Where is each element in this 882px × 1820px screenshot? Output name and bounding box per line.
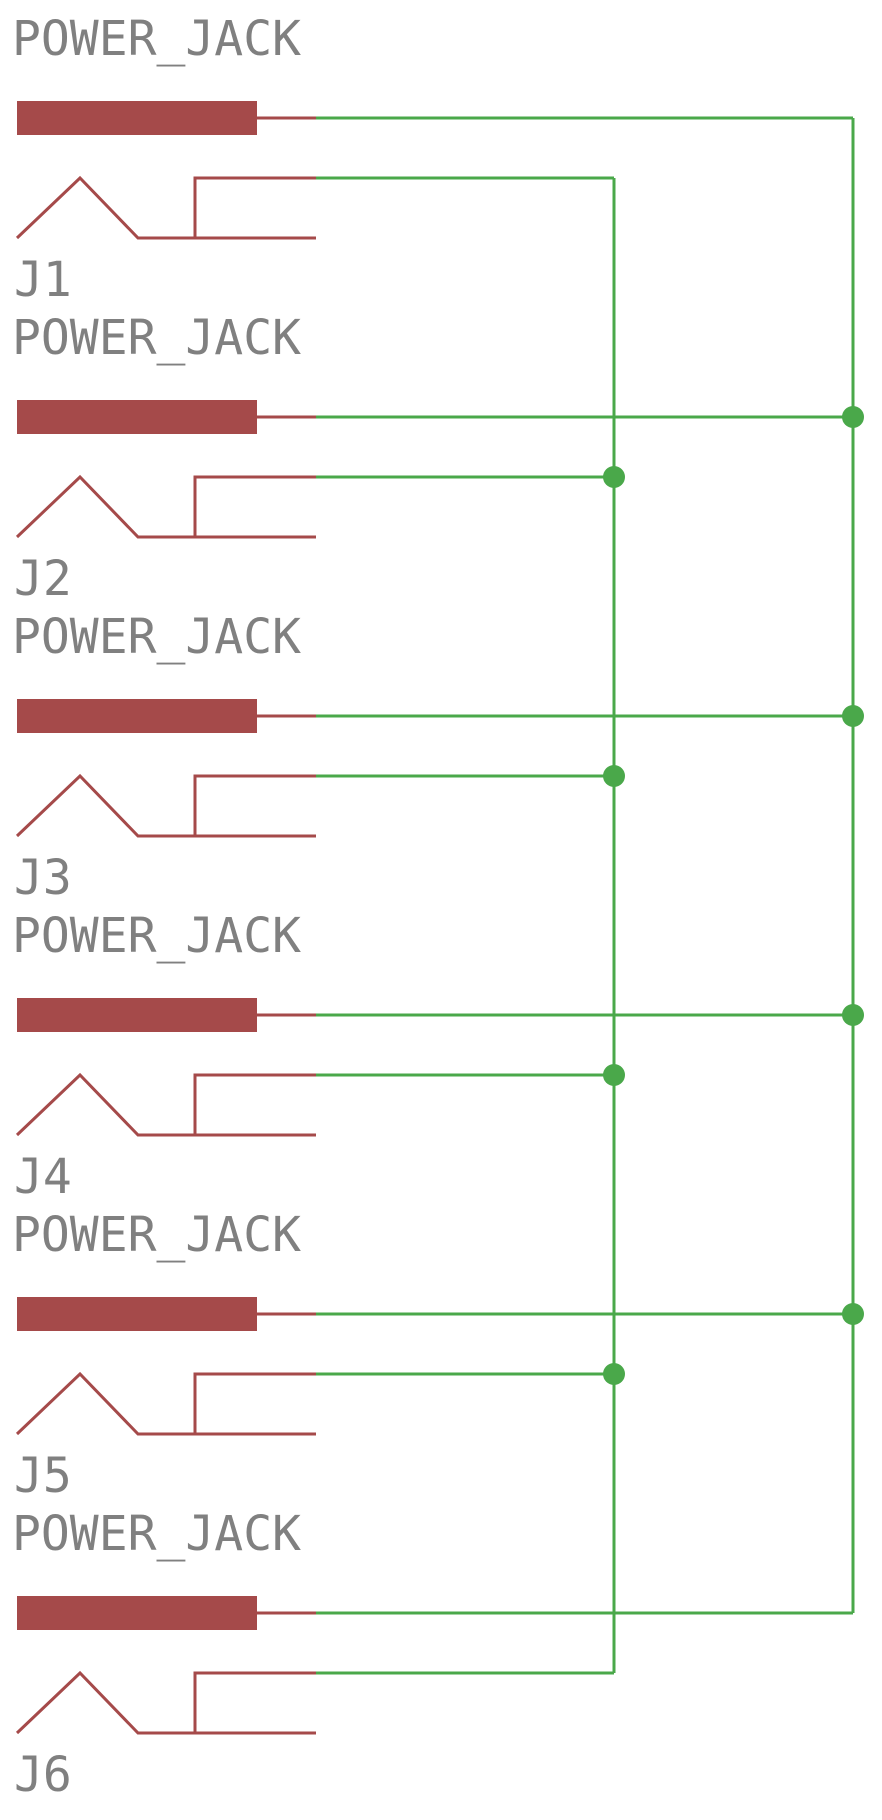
jack-sleeve-contact [15, 773, 316, 838]
junction-dot-pin1 [842, 406, 864, 428]
power-jack-j6: POWER_JACK J6 [12, 1506, 316, 1803]
jack-pin2-lead [193, 1671, 316, 1733]
power-jack-j4: POWER_JACK J4 [12, 908, 316, 1205]
jack-barrel [17, 1297, 257, 1331]
jack-barrel [17, 101, 257, 135]
parts-layer: POWER_JACKJ1POWER_JACKJ2POWER_JACKJ3POWE… [12, 11, 316, 1803]
junction-dot-pin2 [603, 765, 625, 787]
junction-dot-pin2 [603, 1064, 625, 1086]
part-ref-label: J6 [14, 1747, 72, 1803]
jack-barrel [17, 400, 257, 434]
part-ref-label: J5 [14, 1448, 72, 1504]
jack-barrel [17, 998, 257, 1032]
jack-pin2-lead [193, 1372, 316, 1434]
nets-layer [316, 116, 864, 1675]
power-jack-j3: POWER_JACK J3 [12, 609, 316, 906]
power-jack-j1: POWER_JACK J1 [12, 11, 316, 308]
jack-pin2-lead [193, 1073, 316, 1135]
part-value-label: POWER_JACK [12, 609, 301, 665]
part-ref-label: J3 [14, 850, 72, 906]
part-value-label: POWER_JACK [12, 11, 301, 67]
junction-dot-pin1 [842, 1303, 864, 1325]
junction-dot-pin1 [842, 705, 864, 727]
jack-sleeve-contact [15, 1371, 316, 1436]
power-jack-j5: POWER_JACK J5 [12, 1207, 316, 1504]
jack-barrel [17, 1596, 257, 1630]
jack-pin2-lead [193, 774, 316, 836]
part-value-label: POWER_JACK [12, 310, 301, 366]
junction-dot-pin2 [603, 1363, 625, 1385]
part-ref-label: J1 [14, 252, 72, 308]
jack-sleeve-contact [15, 1670, 316, 1735]
part-ref-label: J4 [14, 1149, 72, 1205]
junction-dot-pin2 [603, 466, 625, 488]
part-value-label: POWER_JACK [12, 1506, 301, 1562]
part-ref-label: J2 [14, 551, 72, 607]
jack-sleeve-contact [15, 474, 316, 539]
jack-sleeve-contact [15, 1072, 316, 1137]
power-jack-j2: POWER_JACK J2 [12, 310, 316, 607]
jack-pin2-lead [193, 475, 316, 537]
part-value-label: POWER_JACK [12, 908, 301, 964]
junction-dot-pin1 [842, 1004, 864, 1026]
jack-barrel [17, 699, 257, 733]
jack-pin2-lead [193, 176, 316, 238]
jack-sleeve-contact [15, 175, 316, 240]
part-value-label: POWER_JACK [12, 1207, 301, 1263]
